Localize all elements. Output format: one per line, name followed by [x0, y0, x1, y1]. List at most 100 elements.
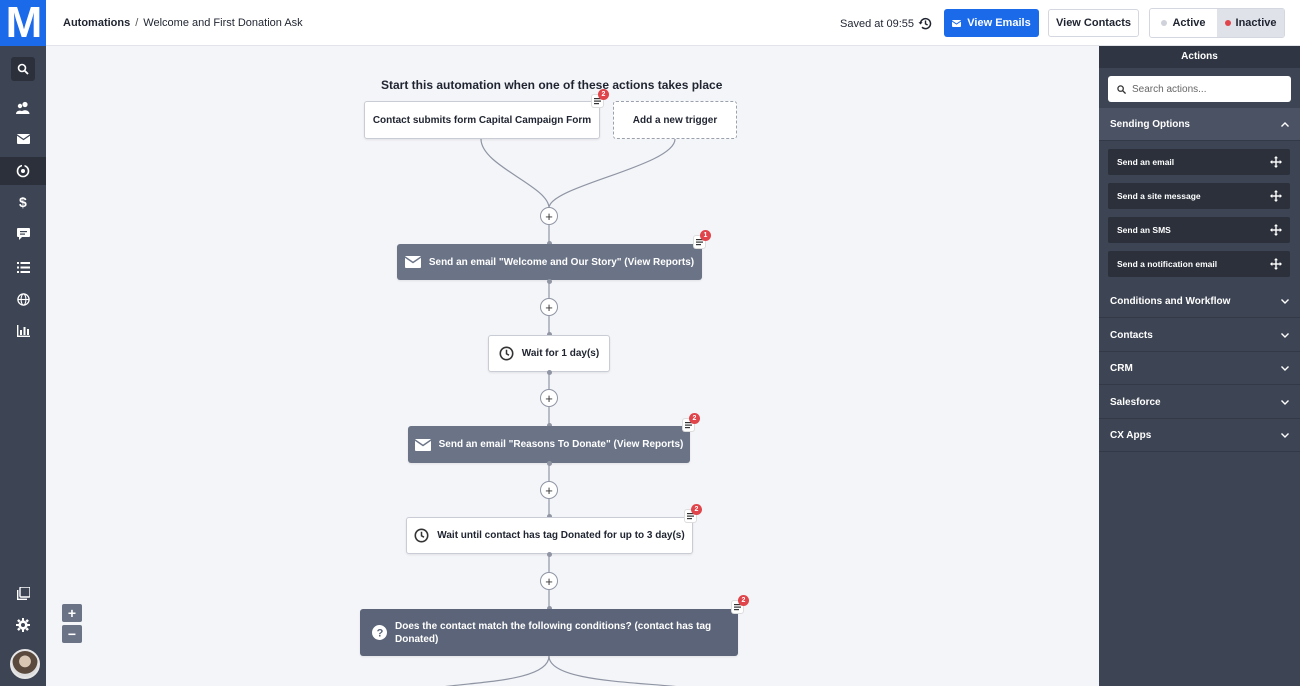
action-label: Send a notification email [1117, 259, 1218, 269]
step-label: Does the contact match the following con… [395, 620, 712, 645]
connector-dot [547, 461, 552, 466]
step-send-email-2[interactable]: Send an email "Reasons To Donate" (View … [408, 426, 690, 463]
svg-text:$: $ [19, 195, 27, 209]
status-inactive-label: Inactive [1235, 17, 1277, 29]
search-actions-input[interactable] [1132, 83, 1282, 95]
section-contacts[interactable]: Contacts [1099, 319, 1300, 352]
section-sending-options[interactable]: Sending Options [1099, 108, 1300, 141]
section-conditions-workflow[interactable]: Conditions and Workflow [1099, 285, 1300, 318]
connector-dot [547, 514, 552, 519]
document-icon [694, 236, 705, 248]
logo[interactable]: M [0, 0, 46, 46]
pages-icon[interactable] [0, 579, 46, 607]
add-step-button[interactable]: + [540, 481, 558, 499]
chevron-down-icon [1280, 330, 1290, 340]
connector-dot [547, 606, 552, 611]
zoom-out-button[interactable]: − [62, 625, 82, 643]
step-badge[interactable]: 2 [732, 595, 749, 614]
step-wait-1-day[interactable]: Wait for 1 day(s) [488, 335, 610, 372]
reports-icon[interactable] [0, 317, 46, 345]
view-emails-label: View Emails [967, 17, 1031, 29]
connector-dot [547, 552, 552, 557]
section-label: CX Apps [1110, 429, 1152, 441]
section-label: Contacts [1110, 329, 1153, 341]
conversations-icon[interactable] [0, 220, 46, 248]
step-wait-until-tag[interactable]: Wait until contact has tag Donated for u… [406, 517, 693, 554]
actions-panel: Actions Sending Options Send an email Se… [1099, 46, 1300, 686]
email-icon[interactable] [0, 125, 46, 153]
search-actions[interactable] [1108, 76, 1291, 102]
connector-dot [547, 370, 552, 375]
badge-count: 2 [689, 413, 700, 424]
view-emails-button[interactable]: View Emails [944, 9, 1039, 37]
step-condition[interactable]: ? Does the contact match the following c… [360, 609, 738, 656]
search-icon[interactable] [11, 57, 35, 81]
panel-title: Actions [1099, 46, 1300, 68]
badge-count: 2 [598, 89, 609, 100]
view-contacts-button[interactable]: View Contacts [1048, 9, 1139, 37]
active-dot [1161, 20, 1168, 26]
automations-icon[interactable] [0, 157, 46, 185]
step-label: Send an email "Welcome and Our Story" (V… [428, 256, 695, 268]
step-send-email-1[interactable]: Send an email "Welcome and Our Story" (V… [397, 244, 702, 280]
contacts-icon[interactable] [0, 93, 46, 121]
section-label: Sending Options [1110, 118, 1190, 130]
add-step-button[interactable]: + [540, 207, 558, 225]
saved-status: Saved at 09:55 [840, 18, 915, 30]
add-trigger-button[interactable]: Add a new trigger [613, 101, 737, 139]
lists-icon[interactable] [0, 253, 46, 281]
status-active-label: Active [1172, 17, 1206, 29]
move-icon [1270, 224, 1282, 236]
top-header: Automations/Welcome and First Donation A… [46, 0, 1300, 46]
document-icon [732, 601, 743, 613]
section-label: Salesforce [1110, 396, 1161, 408]
start-title: Start this automation when one of these … [381, 78, 723, 92]
document-icon [685, 510, 696, 522]
chevron-down-icon [1280, 363, 1290, 373]
clock-icon [414, 528, 429, 543]
add-step-button[interactable]: + [540, 572, 558, 590]
deals-icon[interactable]: $ [0, 188, 46, 216]
trigger-card[interactable]: Contact submits form Capital Campaign Fo… [364, 101, 600, 139]
badge-count: 2 [691, 504, 702, 515]
chevron-down-icon [1280, 397, 1290, 407]
action-label: Send an SMS [1117, 225, 1171, 235]
document-icon [683, 419, 694, 431]
step-label: Send an email "Reasons To Donate" (View … [438, 439, 684, 450]
action-send-site-message[interactable]: Send a site message [1108, 183, 1290, 209]
section-crm[interactable]: CRM [1099, 352, 1300, 385]
step-label: Wait until contact has tag Donated for u… [437, 530, 685, 541]
add-trigger-label: Add a new trigger [632, 114, 718, 126]
trigger-badge[interactable]: 2 [592, 89, 609, 108]
action-send-email[interactable]: Send an email [1108, 149, 1290, 175]
email-icon [952, 19, 962, 27]
avatar[interactable] [10, 649, 40, 679]
left-nav: M $ [0, 0, 46, 686]
add-step-button[interactable]: + [540, 389, 558, 407]
badge-count: 2 [738, 595, 749, 606]
breadcrumb-root[interactable]: Automations [63, 17, 131, 29]
step-badge[interactable]: 2 [683, 413, 700, 432]
add-step-button[interactable]: + [540, 298, 558, 316]
action-send-sms[interactable]: Send an SMS [1108, 217, 1290, 243]
automation-canvas[interactable]: Start this automation when one of these … [46, 46, 1099, 686]
settings-icon[interactable] [0, 611, 46, 639]
email-icon [404, 256, 421, 268]
site-icon[interactable] [0, 285, 46, 313]
zoom-in-button[interactable]: + [62, 604, 82, 622]
connector-dot [547, 423, 552, 428]
section-cx-apps[interactable]: CX Apps [1099, 419, 1300, 452]
action-send-notification-email[interactable]: Send a notification email [1108, 251, 1290, 277]
step-badge[interactable]: 2 [685, 504, 702, 523]
section-salesforce[interactable]: Salesforce [1099, 386, 1300, 419]
status-inactive-option[interactable]: Inactive [1217, 9, 1284, 37]
search-icon [1117, 84, 1126, 94]
connector-dot [547, 279, 552, 284]
history-icon[interactable] [918, 17, 932, 35]
connector-dot [547, 241, 552, 246]
action-label: Send an email [1117, 157, 1175, 167]
breadcrumb: Automations/Welcome and First Donation A… [63, 17, 303, 29]
step-badge[interactable]: 1 [694, 230, 711, 249]
section-label: CRM [1110, 362, 1133, 374]
status-active-option[interactable]: Active [1150, 9, 1217, 37]
